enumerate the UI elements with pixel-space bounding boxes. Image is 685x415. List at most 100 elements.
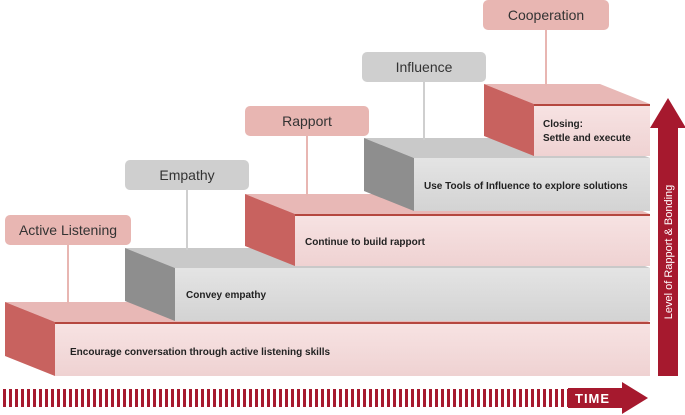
- step-description: Use Tools of Influence to explore soluti…: [424, 181, 628, 192]
- time-dash: [333, 389, 336, 407]
- time-dash: [81, 389, 84, 407]
- stage-label-text: Empathy: [159, 167, 214, 183]
- time-dash: [99, 389, 102, 407]
- time-dash: [219, 389, 222, 407]
- time-dash: [159, 389, 162, 407]
- time-dash: [453, 389, 456, 407]
- time-dash: [3, 389, 6, 407]
- time-dash: [555, 389, 558, 407]
- time-dash: [129, 389, 132, 407]
- time-dash: [201, 389, 204, 407]
- stage-label-box: [362, 52, 486, 82]
- time-dash: [249, 389, 252, 407]
- time-dash: [381, 389, 384, 407]
- stage-label-box: [245, 106, 369, 136]
- stage-label-box: [125, 160, 249, 190]
- time-dash: [519, 389, 522, 407]
- time-dash: [15, 389, 18, 407]
- step-front-face: [534, 104, 650, 156]
- time-dash: [45, 389, 48, 407]
- time-dash: [459, 389, 462, 407]
- step-description: Encourage conversation through active li…: [70, 347, 331, 358]
- time-dash: [189, 389, 192, 407]
- stage-label-box: [5, 215, 131, 245]
- time-dash: [561, 389, 564, 407]
- time-dash: [501, 389, 504, 407]
- step-description: Closing:: [543, 119, 583, 130]
- time-dash: [285, 389, 288, 407]
- labels-layer: Active ListeningEmpathyRapportInfluenceC…: [5, 0, 609, 304]
- time-axis-label: TIME: [575, 391, 610, 406]
- time-dash: [315, 389, 318, 407]
- stage-label-text: Cooperation: [508, 7, 584, 23]
- step-side-face: [5, 302, 55, 376]
- time-dash: [213, 389, 216, 407]
- stage-label-1: Active Listening: [5, 215, 131, 304]
- stage-label-4: Influence: [362, 52, 486, 140]
- time-dash: [393, 389, 396, 407]
- stage-label-3: Rapport: [245, 106, 369, 196]
- time-dash: [291, 389, 294, 407]
- step-side-face: [245, 194, 295, 266]
- step-front-face: [55, 322, 650, 376]
- time-dash: [357, 389, 360, 407]
- time-dash: [255, 389, 258, 407]
- time-dash: [9, 389, 12, 407]
- up-arrow-icon: [650, 98, 685, 376]
- step-side-face: [125, 248, 175, 321]
- time-dash: [279, 389, 282, 407]
- time-dash: [237, 389, 240, 407]
- time-dash: [483, 389, 486, 407]
- time-dash: [51, 389, 54, 407]
- step-description: Continue to build rapport: [305, 237, 426, 248]
- time-dash: [27, 389, 30, 407]
- time-dash: [351, 389, 354, 407]
- right-arrow-icon: [568, 382, 648, 414]
- steps-layer: Encourage conversation through active li…: [5, 84, 650, 376]
- step-top-face: [484, 84, 650, 104]
- time-dash: [507, 389, 510, 407]
- step-side-face: [484, 84, 534, 156]
- time-dash: [147, 389, 150, 407]
- time-dash: [123, 389, 126, 407]
- time-dash: [267, 389, 270, 407]
- step-3: Continue to build rapport: [245, 194, 650, 266]
- stage-label-text: Influence: [396, 59, 453, 75]
- stage-label-text: Rapport: [282, 113, 332, 129]
- stage-label-5: Cooperation: [483, 0, 609, 86]
- time-dash: [21, 389, 24, 407]
- time-dash: [195, 389, 198, 407]
- vertical-axis-label: Level of Rapport & Bonding: [663, 185, 675, 320]
- time-dash: [441, 389, 444, 407]
- time-dash: [105, 389, 108, 407]
- time-dash: [387, 389, 390, 407]
- time-dash: [69, 389, 72, 407]
- time-dash: [525, 389, 528, 407]
- time-dash: [141, 389, 144, 407]
- time-dash: [297, 389, 300, 407]
- step-front-face: [295, 214, 650, 266]
- time-dash: [273, 389, 276, 407]
- time-dash: [225, 389, 228, 407]
- time-dash: [321, 389, 324, 407]
- time-dash: [495, 389, 498, 407]
- time-dash: [417, 389, 420, 407]
- time-dash: [171, 389, 174, 407]
- time-dash: [471, 389, 474, 407]
- time-dash: [465, 389, 468, 407]
- time-dash: [135, 389, 138, 407]
- time-dash: [165, 389, 168, 407]
- time-dash: [423, 389, 426, 407]
- time-dash: [261, 389, 264, 407]
- time-dash: [339, 389, 342, 407]
- time-dash: [231, 389, 234, 407]
- time-dash: [57, 389, 60, 407]
- time-dash: [111, 389, 114, 407]
- time-dash: [375, 389, 378, 407]
- time-dash: [435, 389, 438, 407]
- time-dash: [489, 389, 492, 407]
- time-dash: [309, 389, 312, 407]
- stage-label-text: Active Listening: [19, 222, 117, 238]
- time-dash: [513, 389, 516, 407]
